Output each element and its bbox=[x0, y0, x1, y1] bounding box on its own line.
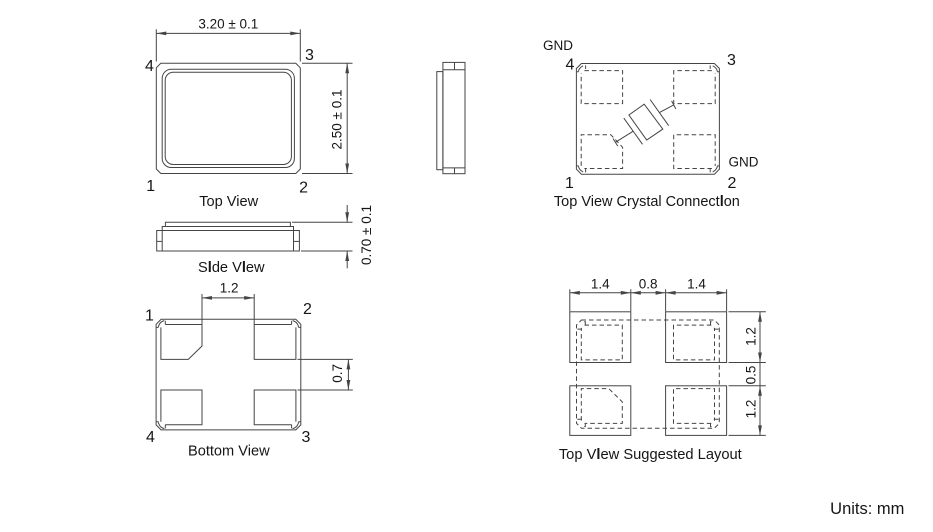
svg-text:Top View: Top View bbox=[199, 194, 258, 210]
svg-text:0.5: 0.5 bbox=[743, 366, 758, 385]
svg-text:Top View Crystal Connectlon: Top View Crystal Connectlon bbox=[554, 194, 740, 210]
svg-text:1.2: 1.2 bbox=[744, 400, 759, 419]
svg-text:4: 4 bbox=[146, 429, 155, 446]
svg-text:0.7: 0.7 bbox=[330, 364, 345, 383]
svg-text:GND: GND bbox=[729, 155, 759, 170]
svg-text:4: 4 bbox=[145, 58, 154, 75]
svg-text:Units: mm: Units: mm bbox=[830, 500, 904, 518]
svg-text:3.20 ± 0.1: 3.20 ± 0.1 bbox=[198, 16, 258, 31]
svg-text:0.8: 0.8 bbox=[639, 277, 658, 292]
svg-text:Slde Vlew: Slde Vlew bbox=[198, 260, 265, 276]
svg-text:3: 3 bbox=[302, 429, 311, 446]
svg-text:1.4: 1.4 bbox=[591, 277, 610, 292]
svg-text:1: 1 bbox=[145, 307, 154, 324]
svg-text:1: 1 bbox=[146, 178, 155, 195]
svg-text:2: 2 bbox=[728, 175, 737, 192]
svg-text:2.50 ± 0.1: 2.50 ± 0.1 bbox=[330, 90, 345, 150]
svg-text:Top Vlew Suggested Layout: Top Vlew Suggested Layout bbox=[559, 447, 742, 463]
svg-text:1.2: 1.2 bbox=[220, 281, 239, 296]
svg-text:3: 3 bbox=[727, 52, 736, 69]
svg-text:1.2: 1.2 bbox=[744, 327, 759, 346]
svg-text:Bottom View: Bottom View bbox=[188, 443, 270, 459]
svg-text:1.4: 1.4 bbox=[687, 277, 706, 292]
svg-text:GND: GND bbox=[543, 38, 573, 53]
svg-text:3: 3 bbox=[305, 47, 314, 64]
svg-text:1: 1 bbox=[565, 175, 574, 192]
svg-text:0.70 ± 0.1: 0.70 ± 0.1 bbox=[359, 205, 374, 265]
svg-text:2: 2 bbox=[303, 301, 312, 318]
svg-text:4: 4 bbox=[566, 57, 575, 74]
svg-text:2: 2 bbox=[299, 179, 308, 196]
